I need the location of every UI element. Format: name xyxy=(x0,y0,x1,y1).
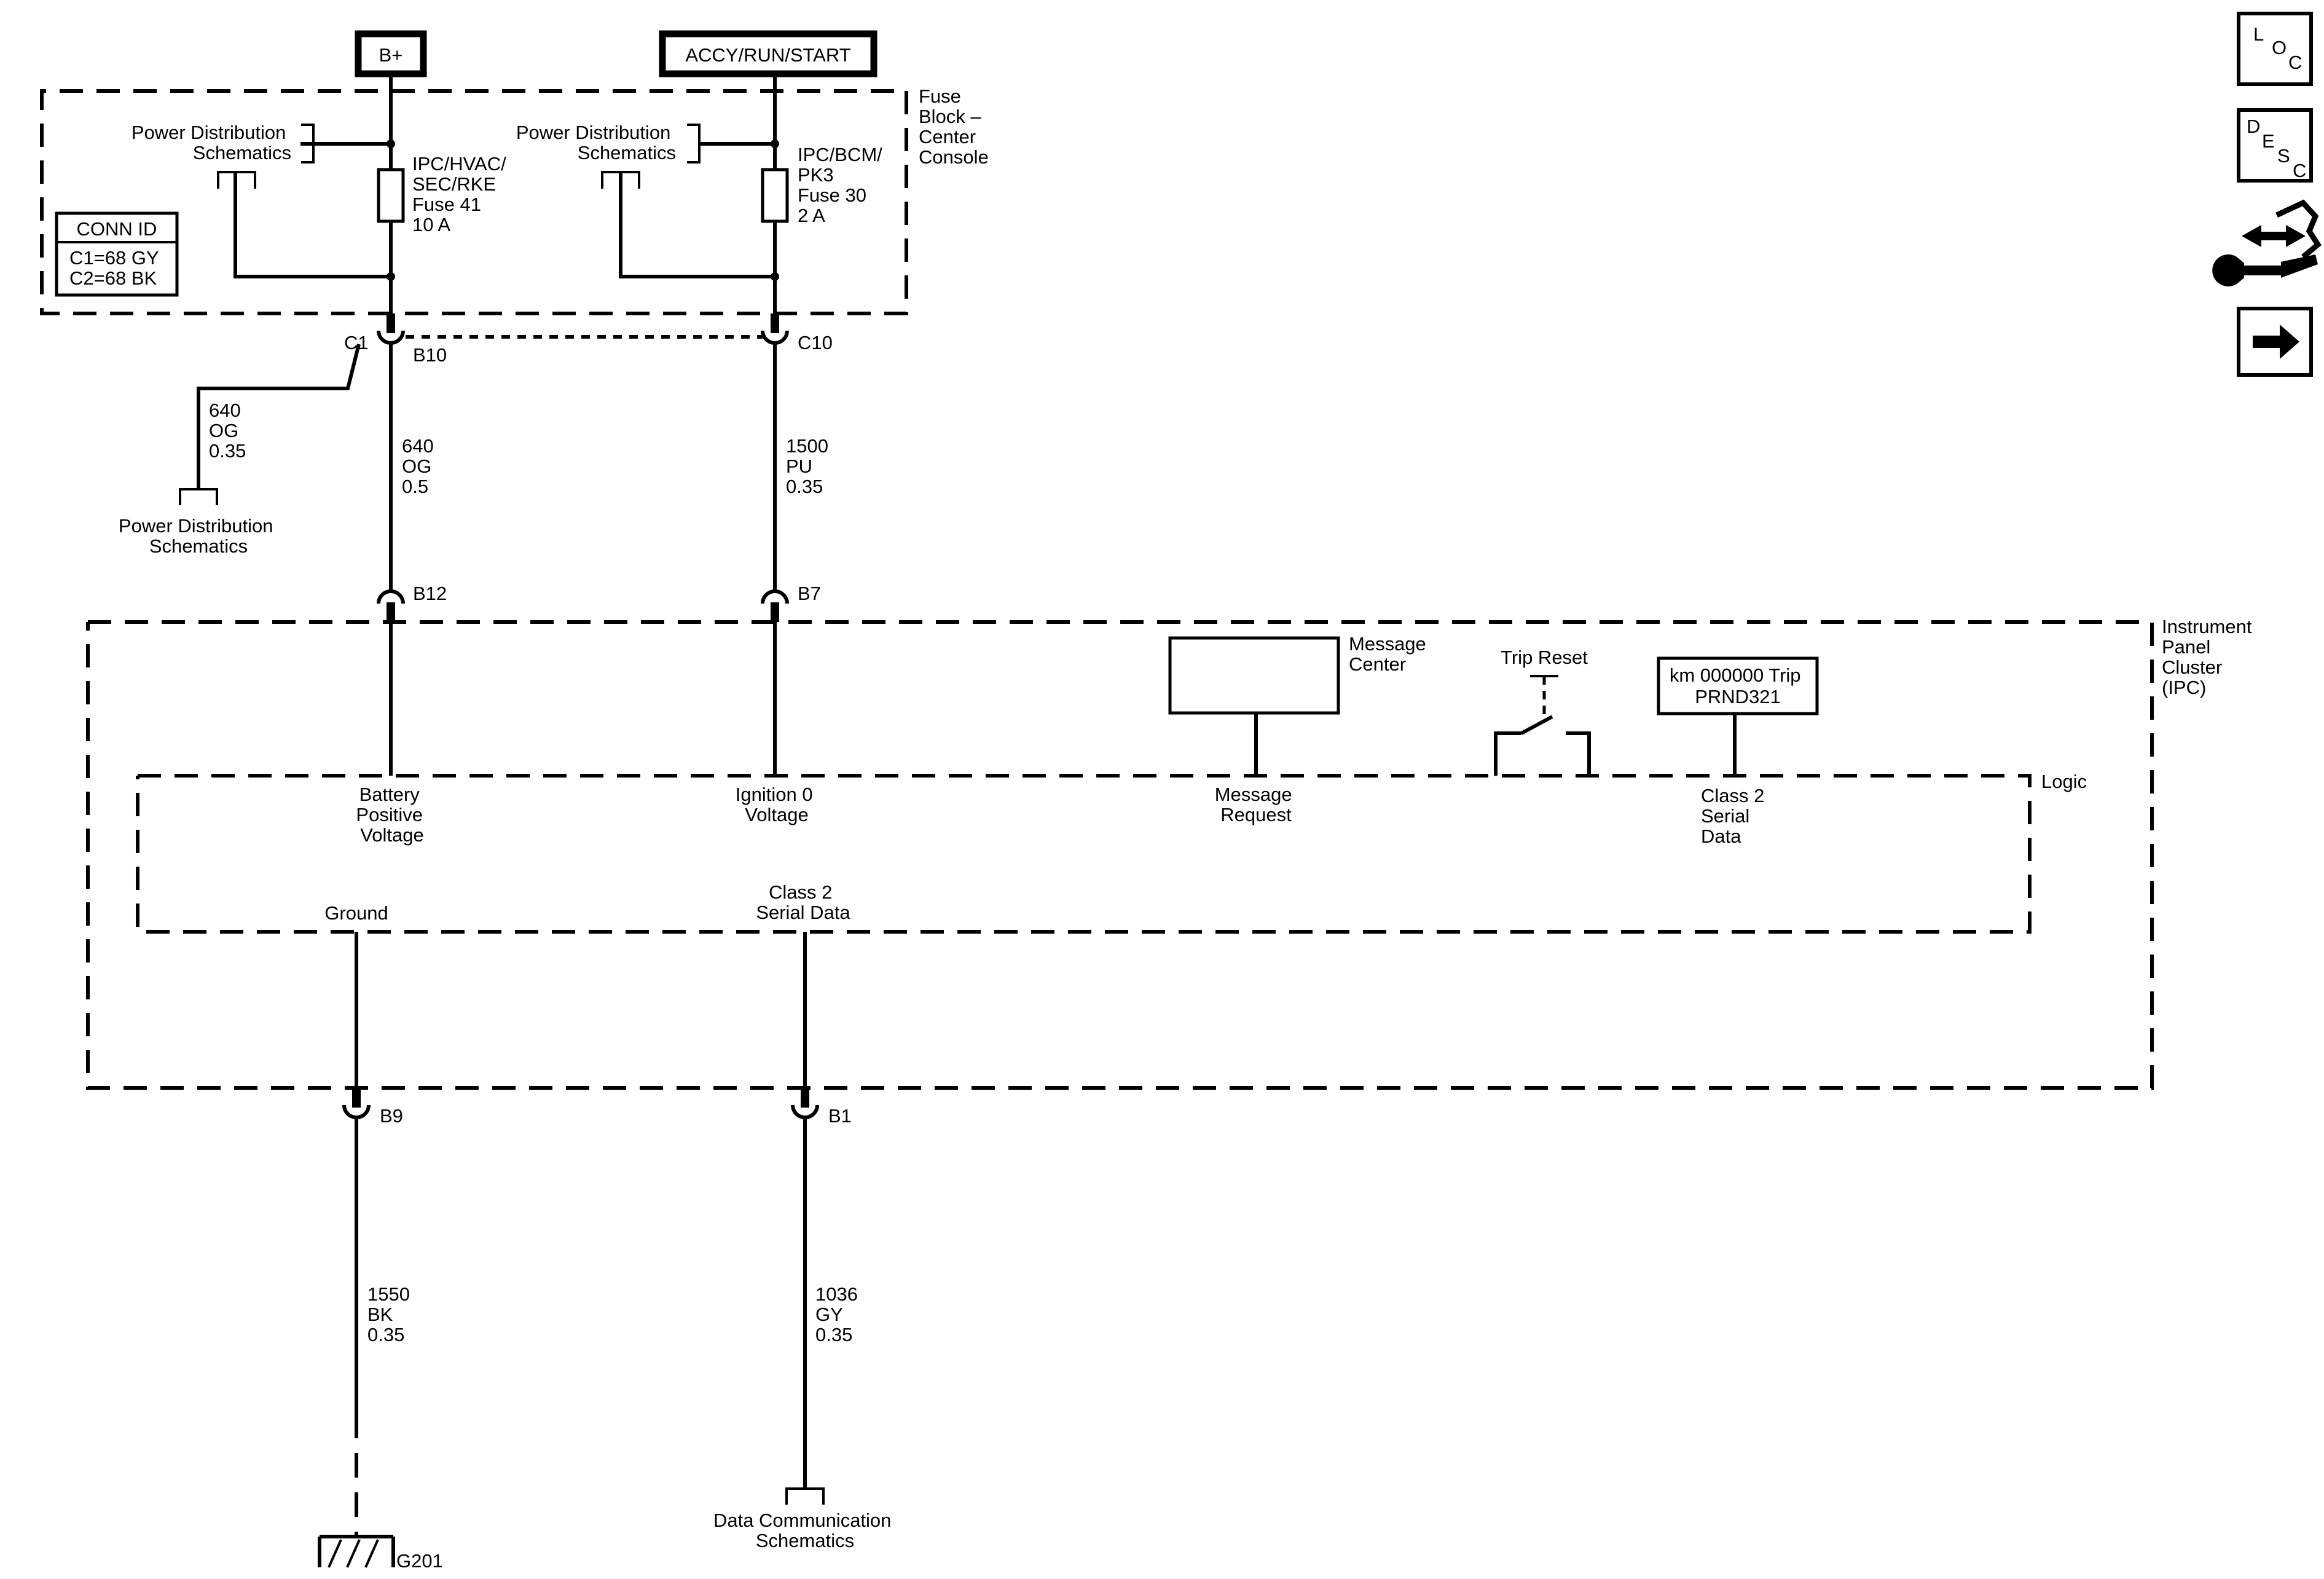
pds-label-left: Power Distribution Schematics xyxy=(132,122,291,163)
desc-icon[interactable]: D E S C xyxy=(2237,108,2313,183)
connector-b12: B12 xyxy=(377,583,447,622)
connector-c10-label: C10 xyxy=(798,332,833,353)
svg-text:B7: B7 xyxy=(798,583,821,604)
wire-640-og-0-35: 640 OG 0.35 Power Distribution Schematic… xyxy=(119,344,361,557)
svg-text:E: E xyxy=(2262,130,2275,152)
accy-run-start-source: ACCY/RUN/START xyxy=(659,30,877,77)
svg-text:640 OG 0.35: 640 OG 0.35 xyxy=(209,400,246,462)
data-communication-schematics-label: Data Communication Schematics xyxy=(713,1510,897,1551)
class2-serial-data-top-label: Class 2 Serial Data xyxy=(1701,785,1770,847)
conn-id-c1: C1=68 GY xyxy=(69,247,159,269)
connector-b9: B9 xyxy=(342,1088,403,1127)
conn-id-title: CONN ID xyxy=(77,218,157,240)
fuse-block-center-console: Fuse Block – Center Console xyxy=(40,85,989,315)
svg-text:L: L xyxy=(2253,23,2264,45)
svg-text:640 OG 0.5: 640 OG 0.5 xyxy=(402,435,439,497)
wire-1550-bk-0-35: 1550 BK 0.35 xyxy=(355,1117,415,1537)
fuse-41-branch: Power Distribution Schematics IPC/HVAC/ … xyxy=(132,74,511,332)
svg-text:1550 BK 0.35: 1550 BK 0.35 xyxy=(367,1283,415,1345)
instrument-panel-cluster: Instrument Panel Cluster (IPC) xyxy=(86,616,2257,1090)
wire-640-og-0-5: 640 OG 0.5 xyxy=(389,343,439,591)
pds-label-right: Power Distribution Schematics xyxy=(516,122,676,163)
fuse-41 xyxy=(377,168,405,223)
wire-1500-pu-0-35: 1500 PU 0.35 xyxy=(773,343,834,591)
svg-text:G201: G201 xyxy=(396,1550,443,1572)
svg-text:S: S xyxy=(2277,145,2290,167)
loc-icon[interactable]: L O C xyxy=(2237,12,2313,86)
ignition-voltage-label: Ignition 0 Voltage xyxy=(736,784,818,825)
trip-reset-switch: Trip Reset xyxy=(1494,647,1591,776)
conn-id-box: CONN ID C1=68 GY C2=68 BK xyxy=(55,211,179,297)
connector-b10-label: B10 xyxy=(413,344,447,366)
connector-c1-b10: C1 B10 xyxy=(344,313,447,366)
fuse-30-label: IPC/BCM/ PK3 Fuse 30 2 A xyxy=(798,144,887,226)
svg-text:C: C xyxy=(2293,160,2306,181)
svg-text:O: O xyxy=(2272,37,2287,58)
class2-serial-data-bottom-label: Class 2 Serial Data xyxy=(756,881,850,923)
accy-run-start-label: ACCY/RUN/START xyxy=(685,44,850,66)
next-arrow-icon[interactable] xyxy=(2237,307,2313,377)
svg-text:B9: B9 xyxy=(380,1105,403,1127)
svg-text:B12: B12 xyxy=(413,583,447,604)
conn-id-c2: C2=68 BK xyxy=(69,267,157,289)
svg-text:1500 PU 0.35: 1500 PU 0.35 xyxy=(786,435,834,497)
fuse-30-branch: Power Distribution Schematics IPC/BCM/ P… xyxy=(516,74,887,332)
ground-g201: G201 xyxy=(318,1535,443,1572)
svg-text:Trip Reset: Trip Reset xyxy=(1501,647,1588,668)
logic-label: Logic xyxy=(2041,771,2087,792)
svg-text:C: C xyxy=(2288,52,2302,73)
fuse-41-label: IPC/HVAC/ SEC/RKE Fuse 41 10 A xyxy=(412,153,511,235)
battery-positive-voltage-label: Battery Positive Voltage xyxy=(356,784,428,846)
fuse-block-label: Fuse Block – Center Console xyxy=(919,85,989,168)
svg-text:B1: B1 xyxy=(828,1105,852,1127)
connector-tools-icon[interactable] xyxy=(2212,199,2322,286)
logic-block: Logic xyxy=(136,771,2087,934)
ipc-label: Instrument Panel Cluster (IPC) xyxy=(2162,616,2257,698)
wire-1036-gy-0-35: 1036 GY 0.35 Data Communication Schemati… xyxy=(713,1117,897,1551)
svg-text:D: D xyxy=(2247,116,2260,137)
b-plus-source: B+ xyxy=(355,30,427,77)
connector-b7: B7 xyxy=(761,583,821,622)
connector-c10: C10 xyxy=(761,313,833,353)
pds-label-bottom: Power Distribution Schematics xyxy=(119,515,278,557)
message-request-label: Message Request xyxy=(1215,784,1297,825)
fuse-30 xyxy=(761,168,789,223)
ground-label: Ground xyxy=(324,902,388,924)
svg-text:Message Center: Message Center xyxy=(1349,633,1431,675)
message-center: Message Center xyxy=(1168,633,1431,776)
odometer-display: km 000000 Trip PRND321 xyxy=(1657,656,1819,776)
svg-text:1036 GY 0.35: 1036 GY 0.35 xyxy=(815,1283,863,1345)
svg-text:km 000000 Trip PRND321: km 000000 Trip PRND321 xyxy=(1670,664,1806,707)
connector-b1: B1 xyxy=(791,1088,852,1127)
b-plus-label: B+ xyxy=(379,44,403,66)
